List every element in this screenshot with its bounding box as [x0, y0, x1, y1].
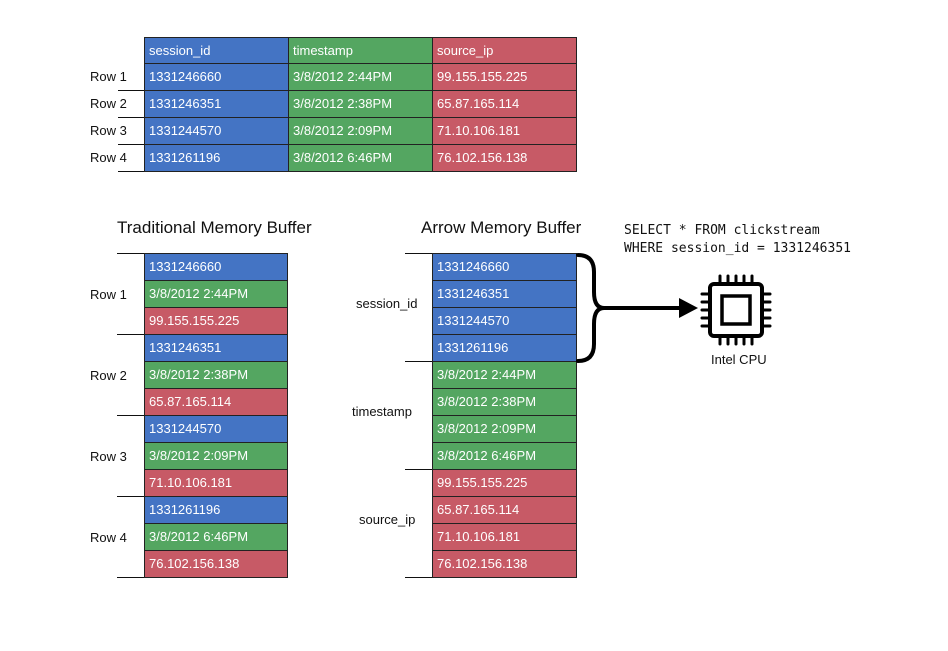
buffer-cell: 1331261196: [144, 496, 288, 524]
buffer-cell: 99.155.155.225: [432, 469, 577, 497]
buffer-cell: 1331246660: [432, 253, 577, 281]
group-separator: [405, 469, 433, 470]
arrow-group-label: timestamp: [352, 404, 412, 419]
table-cell: 3/8/2012 2:09PM: [288, 117, 433, 145]
cpu-label: Intel CPU: [711, 352, 767, 367]
buffer-cell: 3/8/2012 2:44PM: [144, 280, 288, 308]
buffer-cell: 3/8/2012 6:46PM: [432, 442, 577, 470]
traditional-row-label: Row 4: [90, 530, 127, 545]
sql-query-line-2: WHERE session_id = 1331246351: [624, 241, 851, 256]
group-separator: [117, 253, 145, 254]
brace-arrow-icon: [576, 253, 698, 363]
table-cell: 3/8/2012 2:38PM: [288, 90, 433, 118]
traditional-row-label: Row 2: [90, 368, 127, 383]
buffer-cell: 3/8/2012 2:38PM: [144, 361, 288, 389]
group-separator: [117, 496, 145, 497]
table-cell: 3/8/2012 6:46PM: [288, 144, 433, 172]
table-header-source-ip: source_ip: [432, 37, 577, 64]
buffer-cell: 1331244570: [432, 307, 577, 335]
table-cell: 1331261196: [144, 144, 289, 172]
table-row-label: Row 4: [90, 150, 127, 165]
group-separator: [117, 334, 145, 335]
buffer-cell: 71.10.106.181: [144, 469, 288, 497]
buffer-cell: 76.102.156.138: [432, 550, 577, 578]
group-separator: [405, 253, 433, 254]
table-row-label: Row 1: [90, 69, 127, 84]
row-separator: [118, 171, 145, 172]
table-header-session-id: session_id: [144, 37, 289, 64]
table-row-label: Row 3: [90, 123, 127, 138]
group-separator: [405, 361, 433, 362]
buffer-cell: 1331261196: [432, 334, 577, 362]
buffer-cell: 65.87.165.114: [432, 496, 577, 524]
buffer-cell: 3/8/2012 2:38PM: [432, 388, 577, 416]
buffer-cell: 65.87.165.114: [144, 388, 288, 416]
buffer-cell: 71.10.106.181: [432, 523, 577, 551]
row-separator: [118, 90, 145, 91]
table-cell: 1331246351: [144, 90, 289, 118]
buffer-cell: 3/8/2012 2:44PM: [432, 361, 577, 389]
table-cell: 1331244570: [144, 117, 289, 145]
buffer-cell: 1331244570: [144, 415, 288, 443]
arrow-buffer-title: Arrow Memory Buffer: [421, 218, 582, 237]
row-separator: [118, 144, 145, 145]
buffer-cell: 1331246351: [432, 280, 577, 308]
buffer-cell: 76.102.156.138: [144, 550, 288, 578]
arrow-group-label: source_ip: [359, 512, 416, 527]
group-separator: [405, 577, 433, 578]
group-separator: [117, 577, 145, 578]
table-cell: 3/8/2012 2:44PM: [288, 63, 433, 91]
cpu-chip-icon: [700, 274, 772, 346]
buffer-cell: 3/8/2012 2:09PM: [144, 442, 288, 470]
arrow-group-label: session_id: [356, 296, 418, 311]
row-separator: [118, 117, 145, 118]
table-cell: 1331246660: [144, 63, 289, 91]
table-cell: 71.10.106.181: [432, 117, 577, 145]
traditional-row-label: Row 3: [90, 449, 127, 464]
buffer-cell: 3/8/2012 2:09PM: [432, 415, 577, 443]
table-cell: 99.155.155.225: [432, 63, 577, 91]
buffer-cell: 1331246351: [144, 334, 288, 362]
sql-query-line-1: SELECT * FROM clickstream: [624, 223, 820, 238]
traditional-buffer-title: Traditional Memory Buffer: [117, 218, 312, 237]
table-cell: 76.102.156.138: [432, 144, 577, 172]
table-row-label: Row 2: [90, 96, 127, 111]
group-separator: [117, 415, 145, 416]
table-header-timestamp: timestamp: [288, 37, 433, 64]
buffer-cell: 3/8/2012 6:46PM: [144, 523, 288, 551]
traditional-row-label: Row 1: [90, 287, 127, 302]
buffer-cell: 1331246660: [144, 253, 288, 281]
table-cell: 65.87.165.114: [432, 90, 577, 118]
buffer-cell: 99.155.155.225: [144, 307, 288, 335]
